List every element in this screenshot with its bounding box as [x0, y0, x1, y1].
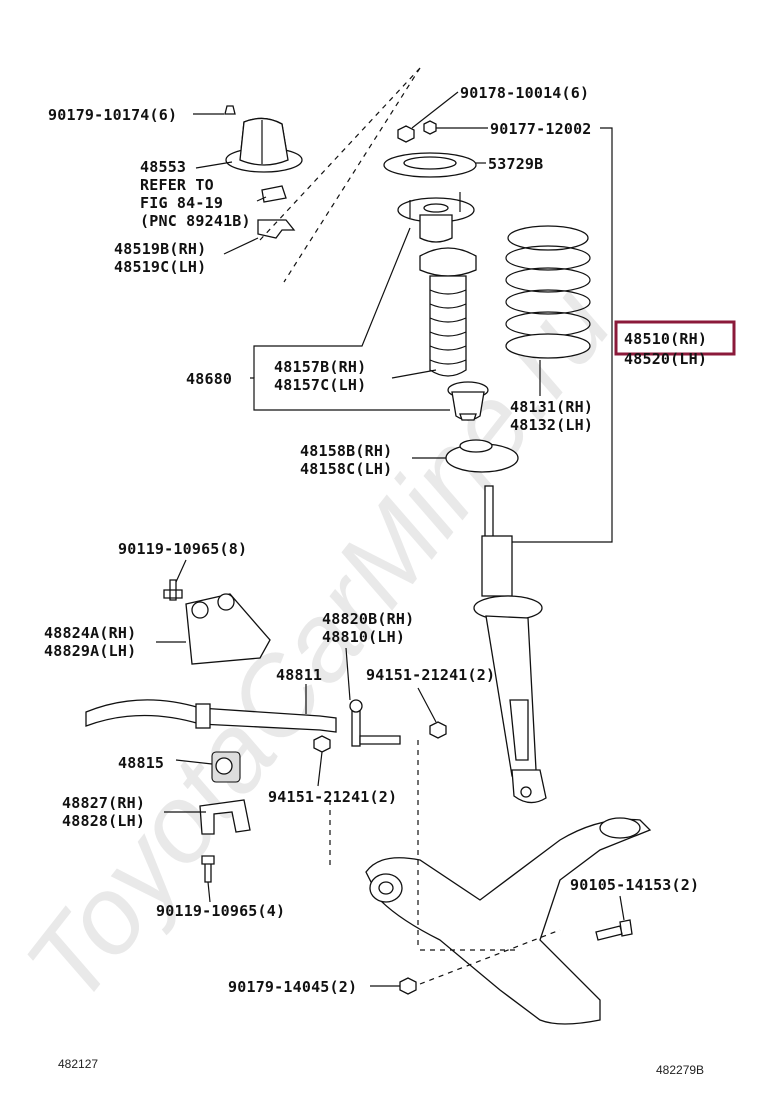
label-90105-14153: 90105-14153(2): [570, 876, 699, 894]
bolt-90119-top: [163, 579, 183, 601]
stabilizer-bracket: [185, 593, 271, 665]
label-48157c: 48157C(LH): [274, 376, 366, 394]
insulator-plate: [383, 152, 477, 178]
upper-support: [397, 192, 475, 243]
label-90178-10014: 90178-10014(6): [460, 84, 589, 102]
label-48811: 48811: [276, 666, 322, 684]
label-48520: 48520(LH): [624, 350, 707, 368]
label-48815: 48815: [118, 754, 164, 772]
lower-arm: [365, 817, 652, 1025]
label-48680: 48680: [186, 370, 232, 388]
label-94151-bottom: 94151-21241(2): [268, 788, 397, 806]
label-48829a: 48829A(LH): [44, 642, 136, 660]
label-48132: 48132(LH): [510, 416, 593, 434]
label-48131: 48131(RH): [510, 398, 593, 416]
label-90179-10174: 90179-10174(6): [48, 106, 177, 124]
label-48827: 48827(RH): [62, 794, 145, 812]
label-pnc-ref: (PNC 89241B): [140, 212, 251, 230]
label-90119-10965-8: 90119-10965(8): [118, 540, 247, 558]
label-90119-10965-4: 90119-10965(4): [156, 902, 285, 920]
label-fig-ref: FIG 84-19: [140, 194, 223, 212]
label-48824a: 48824A(RH): [44, 624, 136, 642]
bushing-bracket: [199, 799, 251, 835]
nut-90178: [397, 125, 415, 143]
label-48828: 48828(LH): [62, 812, 145, 830]
upper-bracket: [257, 185, 296, 239]
label-48510: 48510(RH): [624, 330, 707, 348]
dashed-lower-lines: [329, 740, 561, 985]
highlight-box-48510: [614, 320, 736, 356]
label-48553: 48553: [140, 158, 186, 176]
diagram-code-left: 482127: [58, 1057, 98, 1071]
bump-stopper: [447, 381, 489, 421]
bolt-90119-bottom: [201, 855, 215, 883]
stabilizer-link: [349, 699, 401, 747]
bolt-90105: [595, 919, 633, 941]
label-48158c: 48158C(LH): [300, 460, 392, 478]
label-48810: 48810(LH): [322, 628, 405, 646]
nut-90179-14045: [399, 977, 417, 995]
dashed-reference-line: [259, 67, 421, 283]
stabilizer-bar: [85, 699, 337, 733]
coil-spring: [505, 225, 591, 359]
label-48519c: 48519C(LH): [114, 258, 206, 276]
stabilizer-bushing: [211, 751, 241, 783]
label-refer-to: REFER TO: [140, 176, 214, 194]
nut-90177: [423, 120, 437, 135]
nut-94151-top: [429, 721, 447, 739]
label-48820b: 48820B(RH): [322, 610, 414, 628]
label-48158b: 48158B(RH): [300, 442, 392, 460]
shock-absorber: [473, 485, 547, 804]
upper-mount-cover: [224, 105, 303, 173]
nut-94151-bottom: [313, 735, 331, 753]
label-53729b: 53729B: [488, 155, 543, 173]
label-48157b: 48157B(RH): [274, 358, 366, 376]
label-90177-12002: 90177-12002: [490, 120, 592, 138]
label-48519b: 48519B(RH): [114, 240, 206, 258]
label-90179-14045: 90179-14045(2): [228, 978, 357, 996]
diagram-code-right: 482279B: [656, 1063, 704, 1077]
label-94151-top: 94151-21241(2): [366, 666, 495, 684]
